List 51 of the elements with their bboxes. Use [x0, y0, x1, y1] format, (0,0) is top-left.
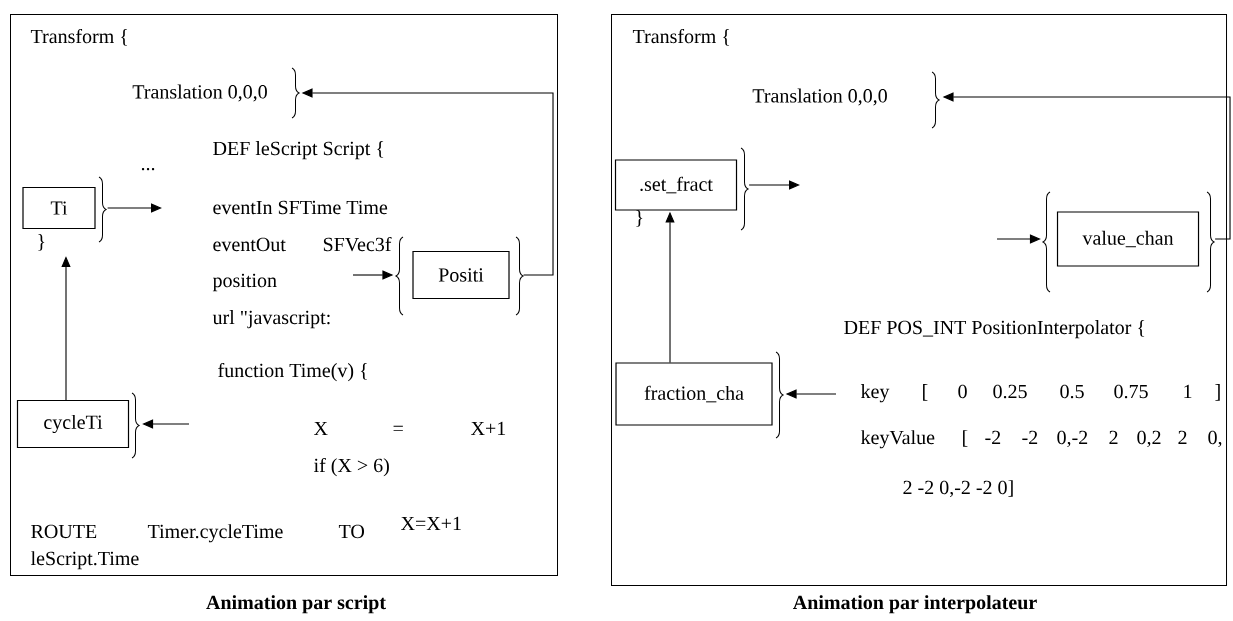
code-text: [: [963, 430, 968, 447]
field-box: .set_fract: [614, 159, 738, 211]
code-text: keyValue: [860, 430, 935, 449]
code-text: 0: [958, 384, 967, 399]
node-label: }: [636, 210, 643, 227]
code-text: eventOut: [213, 237, 286, 252]
code-text: 1: [1184, 384, 1192, 398]
code-text: if (X > 6): [314, 457, 389, 477]
field-box: fraction_cha: [615, 362, 773, 426]
code-text: eventIn SFTime Time: [213, 200, 388, 215]
code-text: 0.25: [993, 384, 1027, 399]
code-text: 2: [1178, 430, 1187, 444]
code-text: [: [923, 384, 928, 401]
code-text: 0,2: [1137, 430, 1161, 448]
code-text: X=X+1: [401, 516, 461, 530]
field-box: Positi: [412, 250, 510, 300]
code-text: 0.5: [1060, 384, 1084, 399]
code-text: leScript.Time: [30, 551, 139, 570]
code-text: =: [393, 425, 403, 431]
code-text: function Time(v) {: [218, 362, 367, 382]
panel-label: Animation par script: [206, 595, 386, 614]
code-text: DEF leScript Script {: [213, 141, 384, 160]
field-box: cycleTi: [16, 399, 130, 449]
arrow: [748, 180, 800, 190]
code-line: Transform {: [632, 28, 730, 46]
code-text: position: [212, 273, 277, 292]
code-text: Timer.cycleTime: [147, 524, 283, 543]
code-text: 2: [1109, 430, 1118, 444]
code-text: ROUTE: [31, 524, 97, 539]
code-text: X: [314, 421, 328, 435]
arrow: [107, 203, 162, 213]
code-text: -2: [1022, 430, 1038, 444]
code-text: DEF POS_INT PositionInterpolator {: [844, 320, 1145, 339]
code-text: X+1: [471, 421, 506, 435]
code-text: key: [860, 384, 890, 403]
code-text: 0,: [1208, 430, 1222, 448]
code-line: Translation 0,0,0: [132, 84, 267, 102]
code-text: url "javascript:: [212, 310, 330, 329]
code-text: 0.75: [1114, 384, 1148, 399]
panel-label: Animation par interpolateur: [793, 595, 1037, 614]
field-box: Ti: [22, 186, 96, 230]
code-text: 2 -2 0,-2 -2 0]: [903, 480, 1013, 498]
code-text: TO: [338, 524, 365, 539]
code-text: ...: [141, 167, 155, 171]
code-line: Translation 0,0,0: [752, 88, 887, 106]
code-line: Transform {: [30, 28, 128, 46]
code-text: 0,-2: [1057, 430, 1088, 448]
code-text: ]: [1215, 384, 1220, 401]
node-label: }: [38, 234, 45, 251]
code-text: -2: [985, 430, 1001, 444]
field-box: value_chan: [1056, 211, 1200, 267]
